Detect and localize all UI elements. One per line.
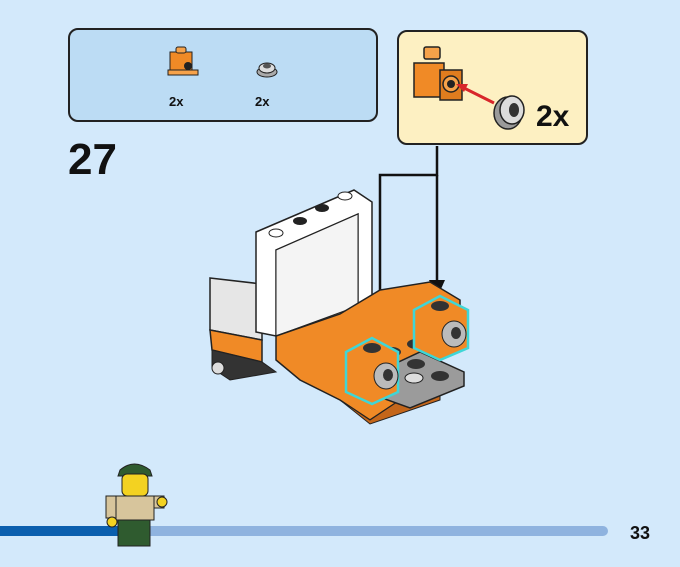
part-quantity-2: 2x xyxy=(255,94,270,109)
callout-quantity: 2x xyxy=(536,100,570,133)
parts-list-box xyxy=(68,28,378,122)
forklift-model xyxy=(209,189,470,425)
minifigure-ranger xyxy=(105,463,168,547)
progress-bar-track xyxy=(0,526,608,536)
step-number: 27 xyxy=(68,135,117,184)
red-insert-arrow xyxy=(456,84,495,105)
progress-bar-fill xyxy=(0,526,150,536)
callout-hub-icon xyxy=(493,95,525,130)
page-number: 33 xyxy=(630,523,651,543)
orange-bracket-brick-icon xyxy=(167,46,199,76)
part-quantity-1: 2x xyxy=(169,94,184,109)
callout-brick-icon xyxy=(413,46,463,101)
silver-wheel-hub-icon xyxy=(256,62,278,78)
callout-pointer-lines xyxy=(378,146,439,320)
